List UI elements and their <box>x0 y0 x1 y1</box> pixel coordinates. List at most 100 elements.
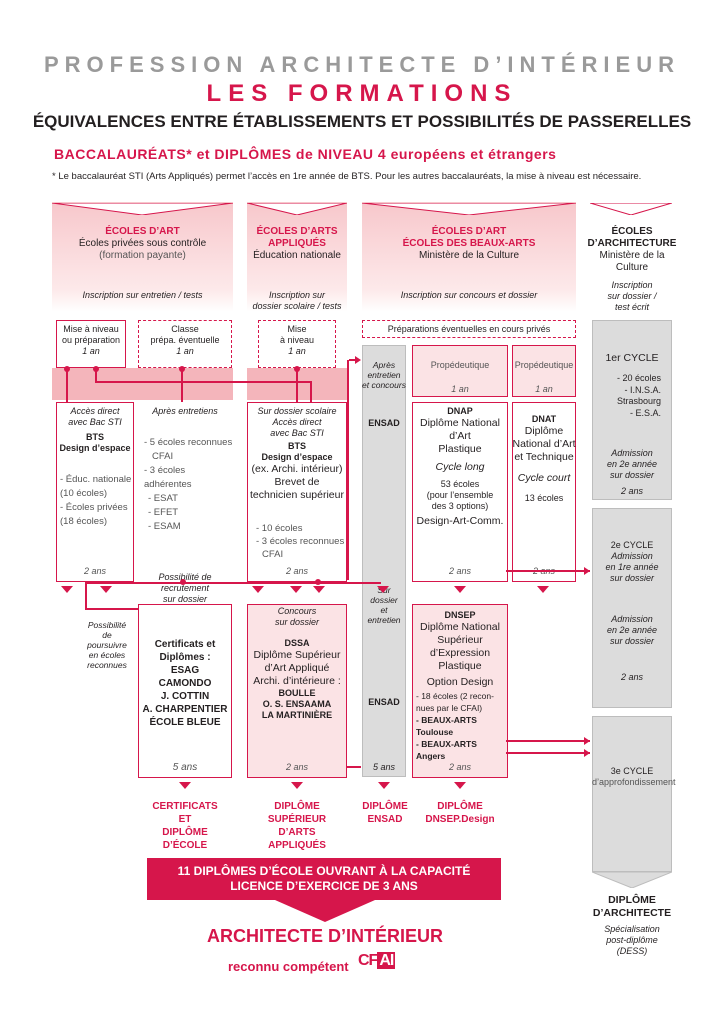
arrow-down-4 <box>290 586 302 593</box>
bts2-s2: Accès direct <box>272 417 322 427</box>
col3-zone <box>362 202 576 312</box>
conn-1 <box>66 368 68 402</box>
dnat: DNAT Diplôme National d’Art et Technique… <box>512 414 576 504</box>
dnap-e2: (pour l’ensemble <box>426 490 494 500</box>
conn-4 <box>310 381 312 402</box>
dssa-l5: O. S. ENSAAMA <box>262 699 332 709</box>
col2-zone <box>247 202 347 312</box>
certif-l7: ÉCOLE BLEUE <box>149 717 221 728</box>
conn-14 <box>506 740 590 742</box>
spec2: post-diplôme <box>606 935 658 945</box>
col2-sub1: Éducation nationale <box>253 250 341 261</box>
ensad-dur: 5 ans <box>372 762 396 772</box>
recrut-l3: sur dossier <box>162 594 207 604</box>
subtitle-formations: LES FORMATIONS <box>206 80 518 107</box>
col2-inscription2: dossier scolaire / tests <box>252 301 342 311</box>
bts1-acces2: avec Bac STI <box>68 417 122 427</box>
spec3: (DESS) <box>616 946 648 956</box>
conn-8 <box>349 359 357 361</box>
col4-title2: D’ARCHITECTURE <box>587 238 677 249</box>
apres-concours: Après entretien et concours <box>362 360 406 390</box>
dnap-l1: Diplôme National <box>420 417 500 429</box>
bts1-l4: (18 écoles) <box>60 516 107 527</box>
c1-l1: - 20 écoles <box>616 373 661 383</box>
conn-3 <box>95 381 311 383</box>
dssa-c2: sur dossier <box>274 617 319 627</box>
dnsep-l4: Option Design <box>426 676 494 688</box>
arrow-down-8 <box>537 586 549 593</box>
certif-l2: Diplômes : <box>159 652 211 663</box>
recrut-l2: recrutement <box>160 583 210 593</box>
logo-cf: CF <box>358 952 378 969</box>
bts1-box <box>56 402 134 582</box>
certif-l3: ESAG <box>170 665 200 676</box>
outcome-dnsep: DIPLÔME DNSEP.Design <box>412 800 508 826</box>
bts1-dur: 2 ans <box>83 566 107 576</box>
arrow-down-1 <box>61 586 73 593</box>
pours-l4: en écoles <box>88 650 126 660</box>
col4-head: ÉCOLES D’ARCHITECTURE Ministère de la Cu… <box>584 226 680 274</box>
arrow-dssa <box>291 782 303 789</box>
dnap-cycle: Cycle long <box>435 461 485 473</box>
arch-cycle1: 1er CYCLE <box>592 352 672 365</box>
conn-7 <box>347 360 349 580</box>
apres-l4: - ESAT <box>148 493 178 504</box>
bts2-list: - 10 écoles - 3 écoles reconnues CFAI <box>256 522 346 561</box>
ensad-column <box>362 345 406 777</box>
col4-inscription3: test écrit <box>614 302 649 312</box>
recrut-l1: Possibilité de <box>158 572 212 582</box>
classe-duration: 1 an <box>176 346 194 356</box>
bts1-acces1: Accès direct <box>70 406 120 416</box>
dnsep-l1: Diplôme National <box>420 621 500 633</box>
c1-l4: - E.S.A. <box>629 407 661 418</box>
recrutement: Possibilité de recrutement sur dossier <box>138 572 232 605</box>
apres2: entretien <box>367 370 401 380</box>
subtitle-equivalences: ÉQUIVALENCES ENTRE ÉTABLISSEMENTS ET POS… <box>32 112 692 131</box>
prop1-dur: 1 an <box>451 384 469 394</box>
adm1b: en 2e année <box>606 459 658 469</box>
classe-prepa-text: Classe prépa. éventuelle 1 an <box>138 324 232 357</box>
prep-prives: Préparations éventuelles en cours privés <box>387 324 551 334</box>
dipl1: DIPLÔME <box>608 894 656 906</box>
dnap-e3: des 3 options) <box>431 501 489 511</box>
certif-l4: CAMONDO <box>158 678 212 689</box>
apres-title: Après entretiens <box>152 406 218 416</box>
col4-inscription2: sur dossier / <box>607 291 657 301</box>
apres-list: - 5 écoles reconnues CFAI - 3 écoles adh… <box>144 436 234 534</box>
classe-prepa-box <box>138 320 232 368</box>
prop1-box <box>412 345 508 397</box>
conn-13 <box>347 766 361 768</box>
conn-15 <box>506 752 590 754</box>
dnsep-dur: 2 ans <box>448 762 472 772</box>
bts2-bts: BTS <box>288 441 306 451</box>
dnat-l2: National d’Art <box>512 438 576 450</box>
bts2-design: Design d’espace <box>261 452 333 462</box>
dnsep-box <box>412 604 508 778</box>
col1-title: ÉCOLES D’ART <box>105 226 180 237</box>
dnsep-l5: - 18 écoles (2 recon- <box>416 691 494 701</box>
o1a: CERTIFICATS <box>152 801 218 812</box>
dssa-l2: d’Art Appliqué <box>264 662 330 674</box>
col1-sub1: Écoles privées sous contrôle <box>78 238 207 249</box>
dnap: DNAP Diplôme National d’Art Plastique Cy… <box>412 406 508 528</box>
ensad-sur4: entretien <box>367 615 401 625</box>
arrow-ensad <box>378 782 390 789</box>
col2-head: ÉCOLES D’ARTS APPLIQUÉS Éducation nation… <box>247 226 347 262</box>
o4a: DIPLÔME <box>437 801 483 812</box>
col3-title1: ÉCOLES D’ART <box>431 226 507 237</box>
col2-title2: APPLIQUÉS <box>268 238 326 249</box>
dot-6 <box>315 579 321 585</box>
o1d: D’ÉCOLE <box>162 840 208 851</box>
bts1-bts: BTS <box>86 432 104 442</box>
dssa: Concours sur dossier DSSA Diplôme Supéri… <box>247 606 347 721</box>
col1-sub2: (formation payante) <box>99 250 186 261</box>
dssa-l6: LA MARTINIÈRE <box>261 710 333 720</box>
c1-l2: - I.N.S.A. <box>624 384 661 395</box>
bts2-s3: avec Bac STI <box>270 428 324 438</box>
apres-l5: - EFET <box>148 507 179 518</box>
col2-title1: ÉCOLES D’ARTS <box>256 226 338 237</box>
col1-zone <box>52 202 233 312</box>
arch-c1-dur: 2 ans <box>620 486 644 496</box>
col2-inscription1: Inscription sur <box>268 290 326 300</box>
bts2-l3: CFAI <box>262 549 284 560</box>
